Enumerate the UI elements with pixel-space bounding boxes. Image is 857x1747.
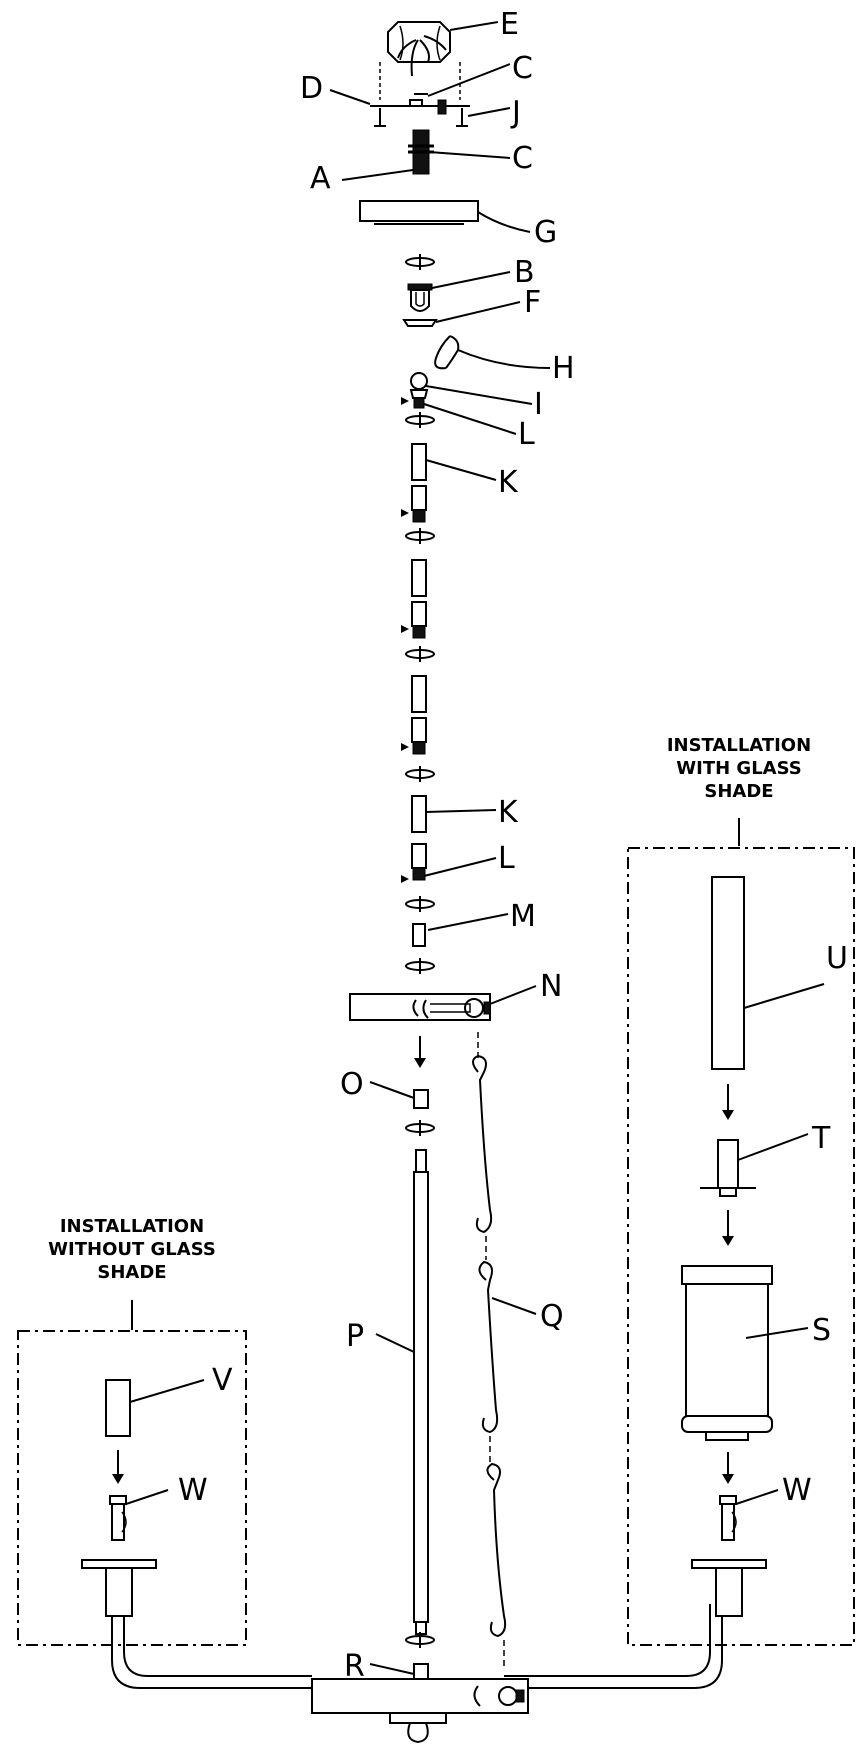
eye-loop (401, 372, 429, 409)
mounting-screws (374, 108, 468, 127)
right-socket-cup (691, 1495, 767, 1617)
label-d: D (300, 71, 323, 106)
canopy (359, 200, 479, 225)
label-b: B (514, 255, 535, 290)
canopy-nut (407, 283, 433, 312)
coupling (413, 1089, 429, 1109)
label-t: T (811, 1121, 831, 1156)
threaded-nipple (408, 129, 434, 175)
left-socket-cup (81, 1495, 157, 1617)
label-j: J (510, 95, 521, 130)
label-e: E (500, 7, 519, 42)
label-h: H (552, 351, 575, 386)
glass-shade (681, 1265, 773, 1441)
mounting-crossbar (370, 99, 470, 115)
label-l-bottom: L (498, 841, 515, 876)
arms (111, 1604, 723, 1689)
upper-body (349, 993, 491, 1021)
label-r: R (344, 1649, 365, 1684)
label-q: Q (540, 1299, 564, 1334)
label-w-left: W (178, 1473, 208, 1508)
without-shade-frame (17, 1330, 247, 1646)
label-k-top: K (498, 465, 519, 500)
long-stem (413, 1149, 429, 1635)
label-s: S (812, 1313, 831, 1348)
bottom-body (311, 1678, 529, 1744)
part-labels: E C D J A C G B F H I L K K L M N O P Q … (178, 7, 848, 1684)
label-w-right: W (782, 1473, 812, 1508)
caption-without-shade: INSTALLATION WITHOUT GLASS SHADE (48, 1216, 216, 1283)
shade-holder (700, 1139, 756, 1197)
label-a: A (310, 161, 331, 196)
caption-with-shade: INSTALLATION WITH GLASS SHADE (667, 735, 811, 802)
label-k-bottom: K (498, 795, 519, 830)
s-hook-chain (472, 1032, 507, 1670)
label-c-mid: C (512, 141, 533, 176)
label-m: M (510, 899, 536, 934)
caption-without-shade-line-3: SHADE (97, 1262, 166, 1283)
label-v: V (212, 1363, 233, 1398)
chain-link (434, 335, 460, 370)
label-p: P (346, 1319, 364, 1354)
caption-without-shade-line-2: WITHOUT GLASS (48, 1239, 216, 1260)
label-f: F (524, 285, 541, 320)
with-shade-frame (627, 847, 855, 1646)
label-i: I (534, 387, 543, 422)
label-o: O (340, 1067, 364, 1102)
candle-sleeve-tall (711, 876, 745, 1070)
caption-with-shade-line-2: WITH GLASS (676, 758, 801, 779)
label-n: N (540, 969, 562, 1004)
label-u: U (826, 941, 848, 976)
label-l-top: L (518, 417, 535, 452)
candle-sleeve (105, 1379, 131, 1437)
label-c-top: C (512, 51, 533, 86)
label-g: G (534, 215, 557, 250)
stem-assembly (401, 412, 435, 974)
caption-with-shade-line-1: INSTALLATION (667, 735, 811, 756)
caption-without-shade-line-1: INSTALLATION (60, 1216, 204, 1237)
leader-lines (125, 21, 825, 1675)
junction-box (387, 21, 451, 77)
caption-with-shade-line-3: SHADE (704, 781, 773, 802)
